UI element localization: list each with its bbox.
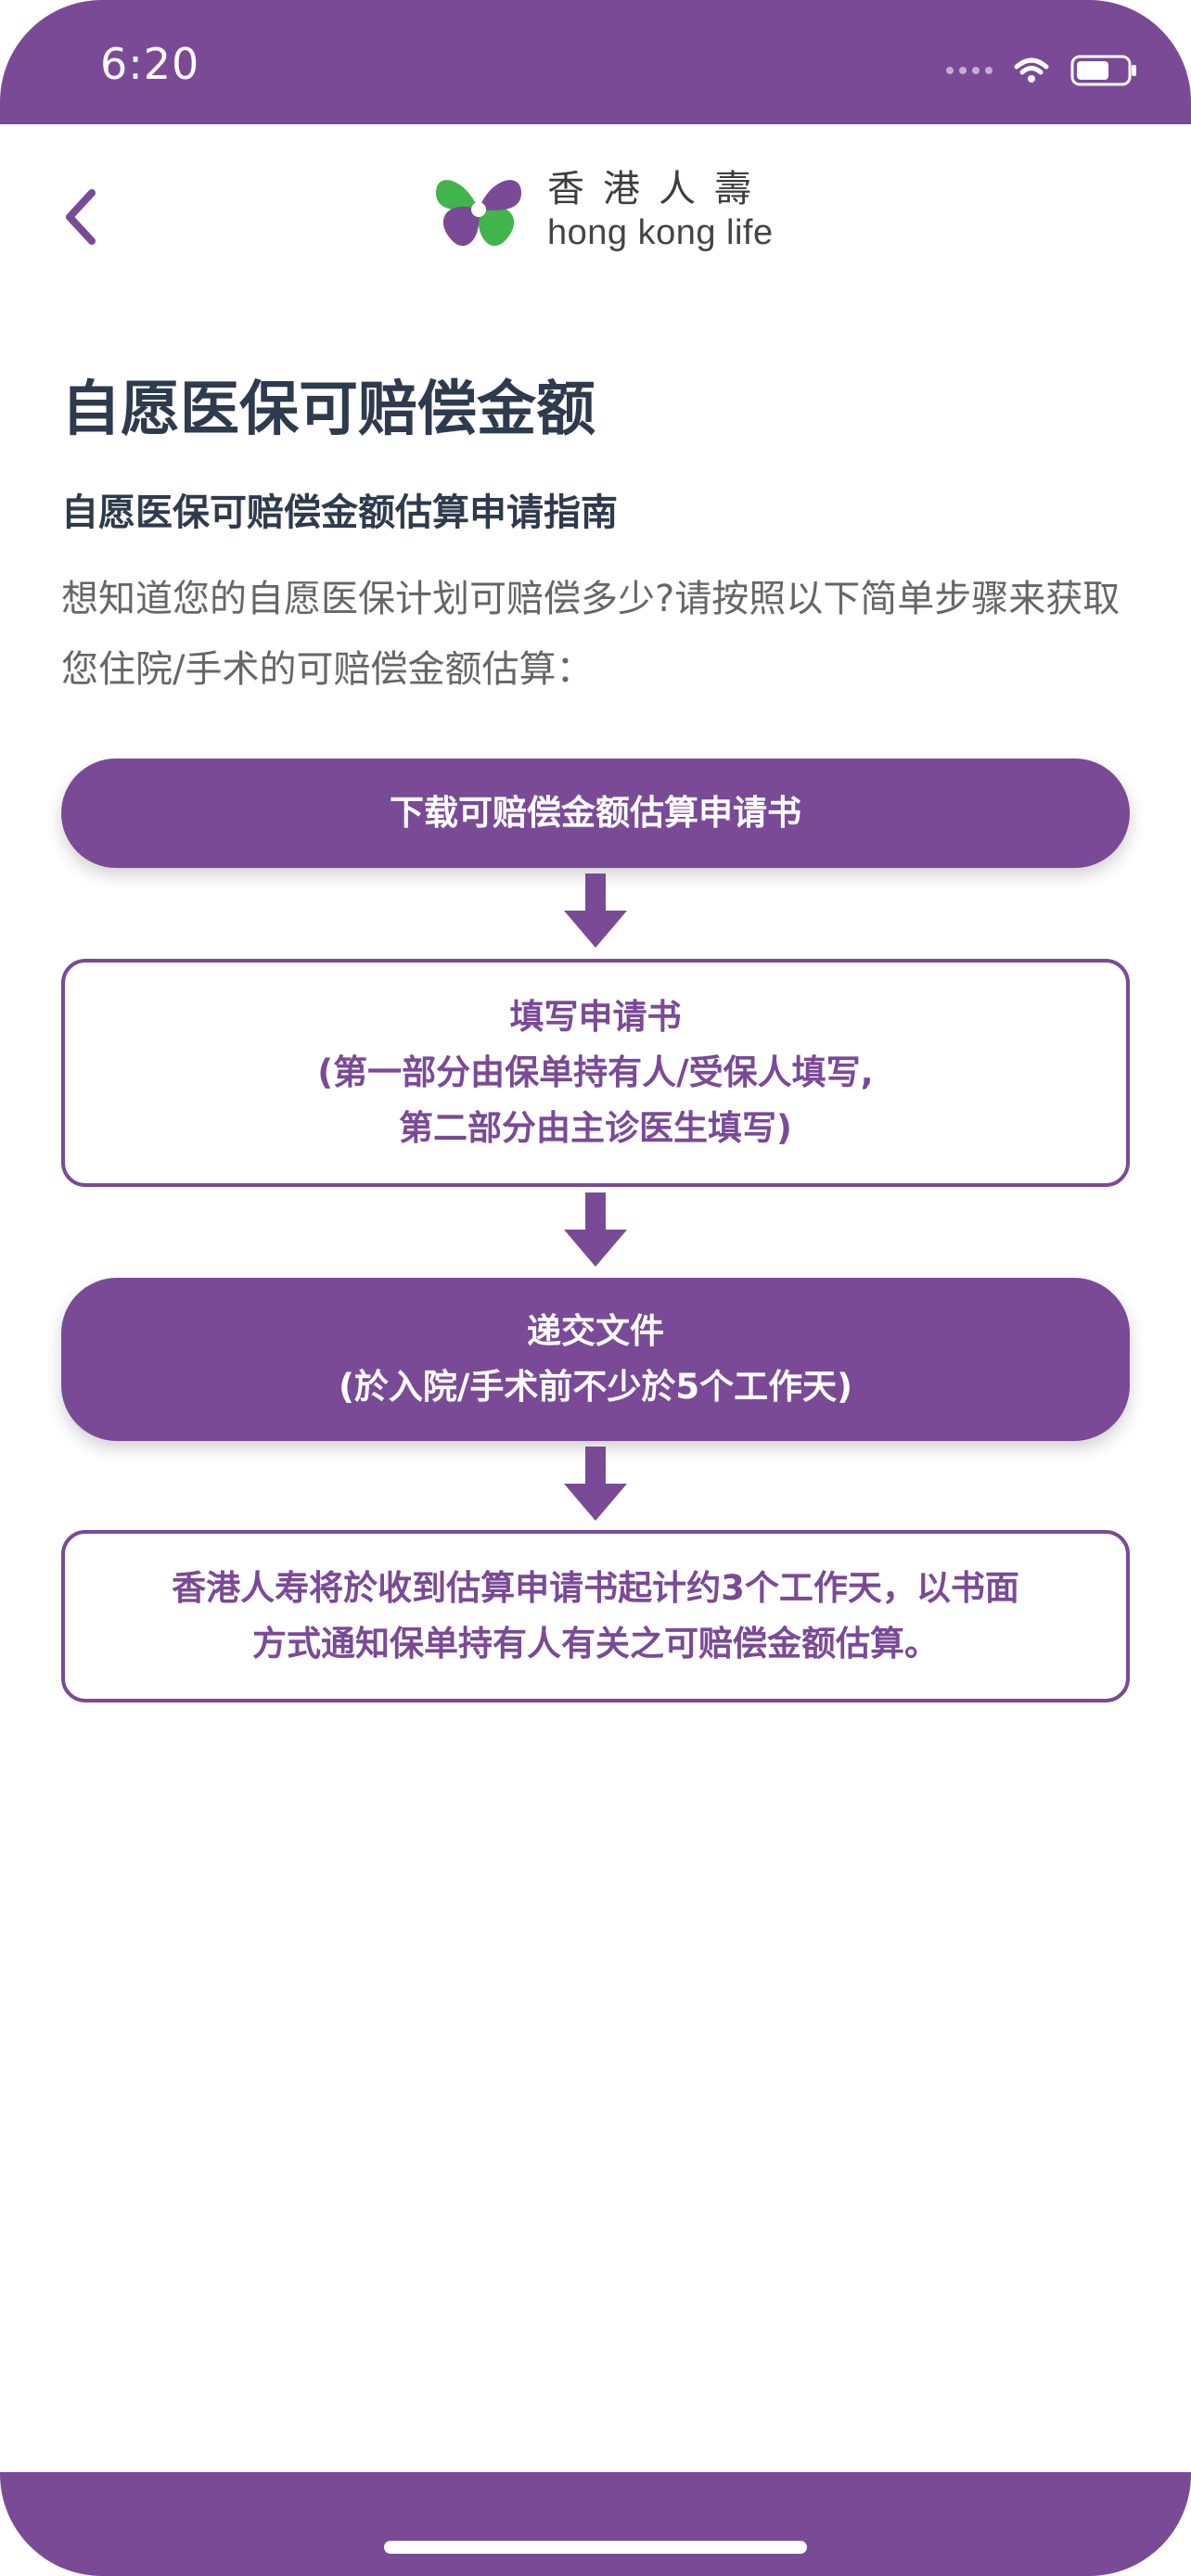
- step-line: 方式通知保单持有人有关之可赔偿金额估算。: [252, 1624, 939, 1664]
- arrow-down-icon: [564, 1192, 627, 1267]
- step-line: (第一部分由保单持有人/受保人填写,: [317, 1052, 874, 1092]
- step-submit-documents: 递交文件 (於入院/手术前不少於5个工作天): [61, 1278, 1130, 1441]
- status-icons: [946, 52, 1139, 89]
- logo-mark-icon: [436, 180, 521, 247]
- signal-icon: [946, 67, 992, 74]
- battery-icon: [1070, 55, 1136, 86]
- bottom-bar: [0, 2472, 1191, 2576]
- step-line: (於入院/手术前不少於5个工作天): [338, 1367, 853, 1407]
- chevron-left-icon: [66, 189, 96, 245]
- step-line: 填写申请书: [509, 997, 682, 1037]
- step-fill-form: 填写申请书 (第一部分由保单持有人/受保人填写, 第二部分由主诊医生填写): [61, 959, 1130, 1187]
- arrow-down-icon: [564, 1447, 627, 1521]
- page-title: 自愿医保可赔偿金额: [61, 376, 596, 444]
- wifi-icon: [1014, 57, 1049, 83]
- status-bar: 6:20: [0, 0, 1191, 124]
- step-line: 下载可赔偿金额估算申请书: [390, 793, 801, 833]
- logo-english-name: hong kong life: [547, 213, 774, 252]
- page-description: 想知道您的自愿医保计划可赔偿多少?请按照以下简单步骤来获取您住院/手术的可赔偿金…: [61, 578, 1121, 691]
- arrow-down-icon: [564, 874, 627, 948]
- step-line: 递交文件: [527, 1311, 664, 1351]
- logo-chinese-name: 香港人壽: [547, 168, 770, 210]
- status-time: 6:20: [100, 39, 200, 89]
- step-notification: 香港人寿将於收到估算申请书起计约3个工作天，以书面 方式通知保单持有人有关之可赔…: [61, 1530, 1130, 1702]
- home-indicator[interactable]: [384, 2541, 807, 2554]
- step-line: 香港人寿将於收到估算申请书起计约3个工作天，以书面: [172, 1568, 1019, 1608]
- page-subtitle: 自愿医保可赔偿金额估算申请指南: [61, 491, 618, 534]
- back-button[interactable]: [48, 180, 113, 254]
- app-header: 香港人壽 hong kong life: [0, 124, 1191, 310]
- step-line: 第二部分由主诊医生填写): [399, 1108, 792, 1148]
- hong-kong-life-logo: 香港人壽 hong kong life: [429, 163, 774, 258]
- download-form-button[interactable]: 下载可赔偿金额估算申请书: [61, 759, 1130, 868]
